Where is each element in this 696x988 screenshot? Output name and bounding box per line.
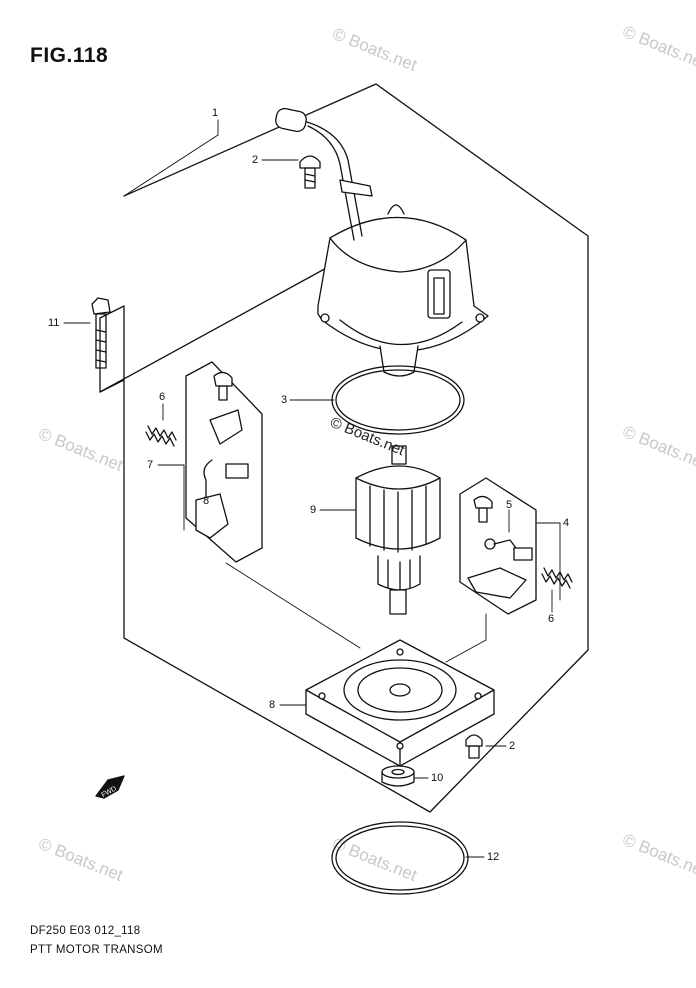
callout-6: 6	[548, 613, 555, 625]
spring-right	[541, 567, 573, 589]
motor-housing	[317, 204, 489, 377]
o-ring	[331, 365, 465, 435]
armature	[355, 445, 441, 615]
model-code: DF250 E03 012_118	[30, 925, 141, 937]
callout-8: 8	[203, 495, 210, 507]
assembly-link-line	[99, 265, 331, 393]
callout-3: 3	[281, 394, 288, 406]
leader-lines	[63, 119, 561, 858]
arrow-left-down-icon: FWD	[95, 775, 125, 799]
bolt-left	[91, 297, 111, 369]
figure-title: FIG.118	[30, 44, 109, 67]
callout-1: 1	[212, 107, 219, 119]
assembly-outline	[99, 83, 589, 813]
callout-11: 11	[48, 317, 60, 329]
callout-2: 2	[252, 154, 259, 166]
callout-4: 4	[563, 517, 570, 529]
o-ring-large	[331, 821, 469, 895]
screw-lower	[465, 734, 483, 759]
brush-holder-right	[459, 477, 537, 615]
callout-10: 10	[431, 772, 444, 784]
washer	[381, 765, 415, 787]
brush-holder-left	[185, 361, 263, 563]
callout-7: 7	[147, 459, 154, 471]
base-plate	[305, 639, 495, 767]
callout-8: 8	[269, 699, 276, 711]
screw-upper	[299, 155, 321, 189]
callout-6: 6	[159, 391, 166, 403]
spring-left	[145, 425, 177, 447]
callout-5: 5	[506, 499, 513, 511]
callout-12: 12	[487, 851, 500, 863]
diagram-name: PTT MOTOR TRANSOM	[30, 944, 163, 956]
callout-2: 2	[509, 740, 516, 752]
callout-9: 9	[310, 504, 317, 516]
motor-cable	[275, 107, 373, 241]
